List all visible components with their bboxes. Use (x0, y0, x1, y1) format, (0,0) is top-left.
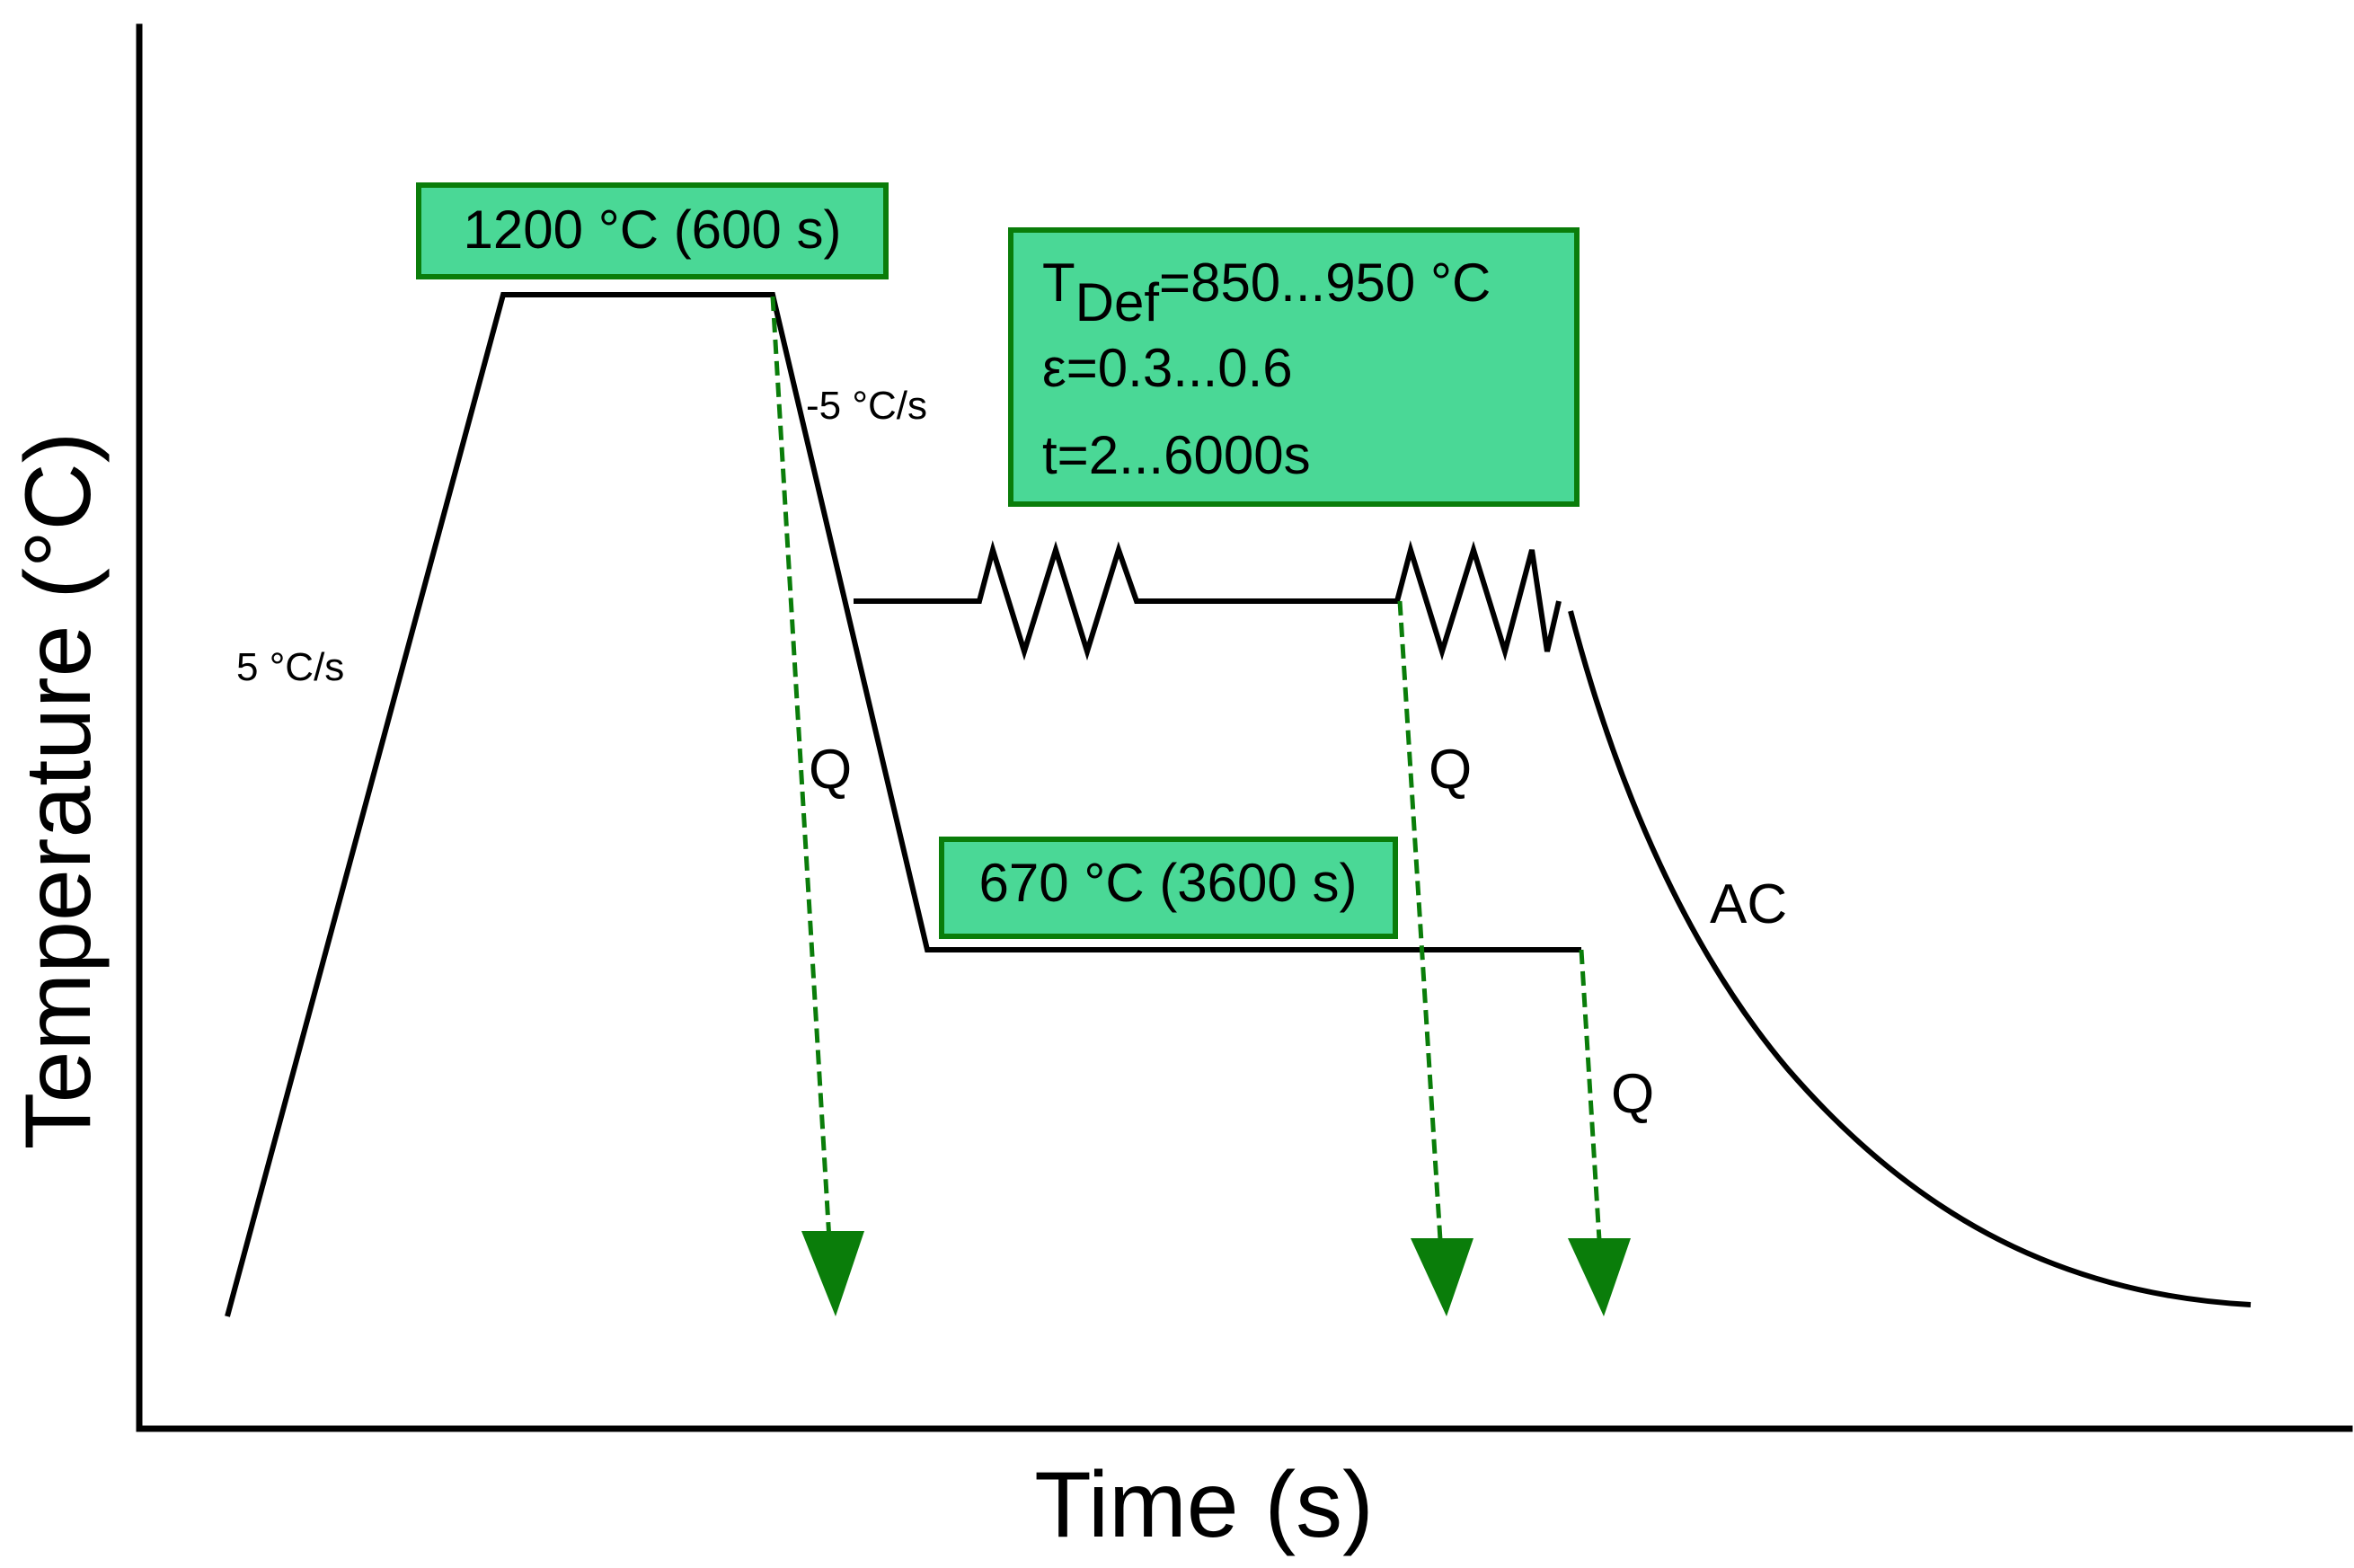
air-cooling-curve (1568, 610, 2252, 1307)
heating-soak-cooling-path (225, 292, 1581, 1317)
quench-arrow-1 (770, 296, 864, 1316)
deformation-time-label: t=2...6000s (1042, 425, 1311, 485)
y-axis-title: Temperature (°C) (6, 432, 111, 1150)
arrowhead-1 (801, 1231, 864, 1316)
hold-box (939, 837, 1398, 939)
austenitize-box (416, 182, 889, 279)
arrowhead-2 (1411, 1238, 1473, 1316)
cooling-rate-label: -5 °C/s (806, 384, 927, 428)
air-cool-label: AC (1710, 873, 1787, 935)
quench-label-3: Q (1611, 1063, 1654, 1125)
x-axis-title: Time (s) (1034, 1453, 1373, 1557)
axes-frame (136, 23, 2353, 1432)
austenitize-label: 1200 °C (600 s) (464, 199, 842, 260)
heating-rate-label: 5 °C/s (236, 645, 344, 689)
deformation-strain-label: ε=0.3...0.6 (1042, 338, 1293, 398)
quench-label-2: Q (1429, 739, 1472, 801)
quench-arrow-2 (1397, 600, 1473, 1316)
quench-label-1: Q (809, 739, 852, 801)
quench-arrow-3 (1568, 949, 1631, 1316)
deformation-temp-label: TDef=850...950 °C (1042, 252, 1491, 332)
deformation-path (854, 540, 1562, 661)
arrowhead-3 (1568, 1238, 1631, 1316)
hold-label: 670 °C (3600 s) (979, 853, 1358, 913)
deformation-box (1008, 227, 1580, 507)
